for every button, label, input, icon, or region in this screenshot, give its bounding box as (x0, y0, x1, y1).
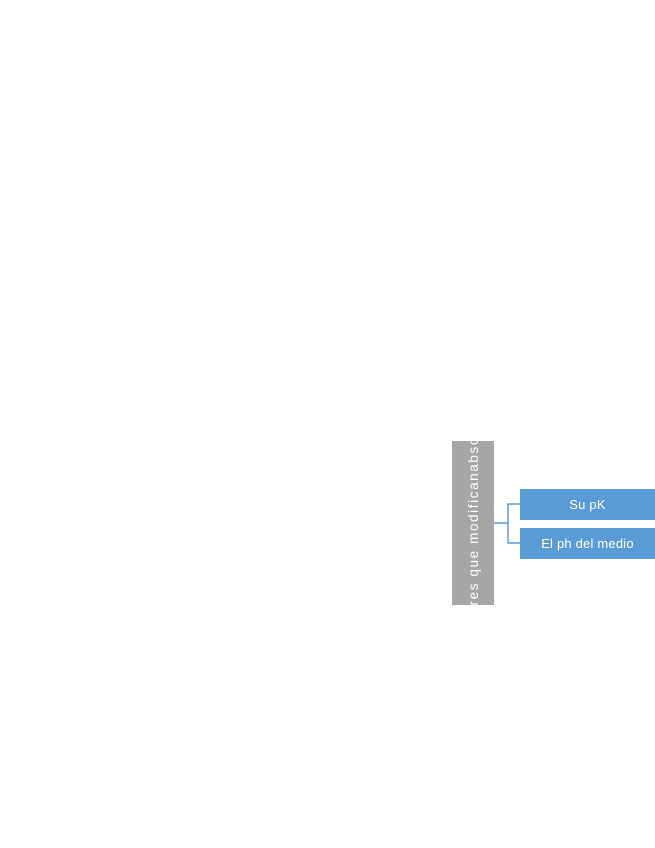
connector-branch-2 (507, 523, 520, 544)
root-node: Factores que modifican absorcion (452, 441, 494, 605)
root-node-label: Factores que modifican absorcion (452, 441, 494, 605)
child-node-ph-medio: El ph del medio (520, 528, 655, 559)
root-label-line-2: absorcion (466, 441, 481, 472)
child-node-label: El ph del medio (541, 536, 634, 551)
root-label-line-1: Factores que modifican (465, 471, 481, 605)
child-node-su-pk: Su pK (520, 489, 655, 520)
connector-branch-1 (507, 503, 520, 523)
child-node-label: Su pK (569, 497, 606, 512)
